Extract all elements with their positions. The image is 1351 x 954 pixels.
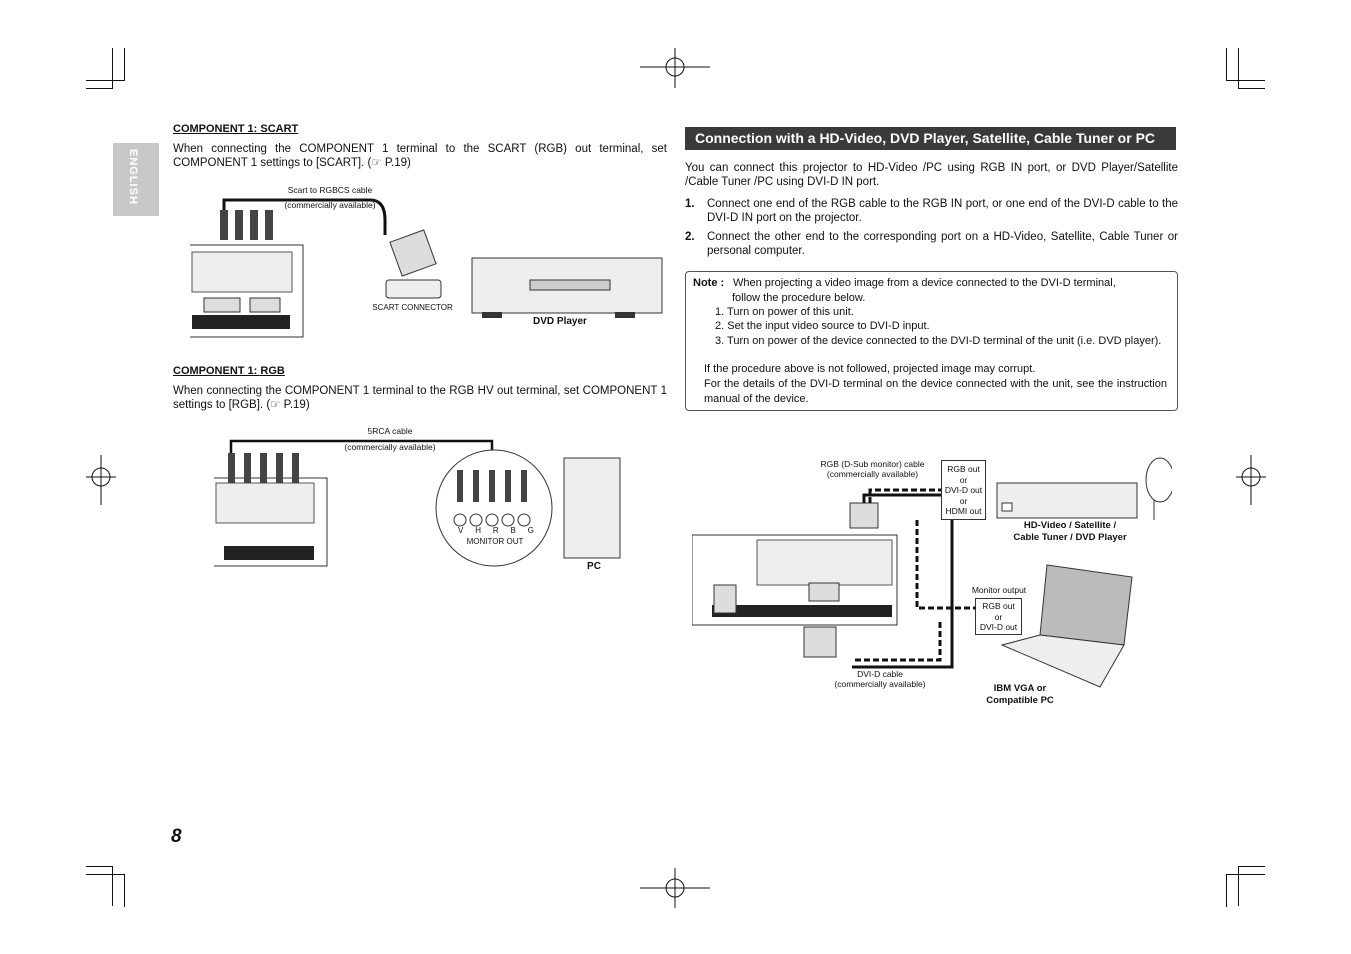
monitor-out-label: MONITOR OUT — [466, 537, 524, 546]
port-letter: G — [527, 526, 534, 535]
output-option: or — [959, 474, 968, 485]
output-option: or — [994, 611, 1003, 622]
rca-cable-label: 5RCA cable — [367, 426, 413, 436]
output-option: DVI-D out — [944, 485, 983, 495]
hd-device-label-1: HD-Video / Satellite / — [1023, 520, 1117, 531]
step-number: 1. — [685, 198, 695, 210]
hd-device-label-2: Cable Tuner / DVD Player — [1013, 532, 1127, 543]
language-tab: ENGLISH — [113, 143, 159, 216]
intro-text: You can connect this projector to HD-Vid… — [685, 162, 1178, 188]
language-tab-label: ENGLISH — [127, 149, 139, 205]
port-letter: R — [492, 526, 499, 535]
output-option: DVI-D out — [979, 622, 1018, 632]
note-label: Note : — [693, 277, 725, 289]
page-number: 8 — [171, 826, 182, 847]
note-footer: If the procedure above is not followed, … — [704, 363, 1036, 375]
steps-list: 1. Connect one end of the RGB cable to t… — [685, 197, 1178, 262]
step-text: Connect the other end to the correspondi… — [707, 231, 1178, 257]
port-letters: V H R B G — [456, 526, 536, 535]
output-option: or — [959, 495, 968, 506]
pc-output-box: RGB out or DVI-D out — [975, 598, 1022, 635]
pc-label: PC — [587, 561, 601, 572]
rgb-cable-note: (commercially available) — [826, 469, 919, 479]
scart-connector-label: SCART CONNECTOR — [372, 303, 453, 312]
note-item: 2. Set the input video source to DVI-D i… — [715, 320, 930, 332]
device-output-box: RGB out or DVI-D out or HDMI out — [941, 460, 986, 520]
rgb-cable-label: RGB (D-Sub monitor) cable — [820, 459, 925, 469]
note-box: Note : When projecting a video image fro… — [685, 271, 1178, 411]
port-letter: V — [458, 526, 464, 535]
monitor-output-label: Monitor output — [971, 585, 1027, 595]
ibm-pc-label-2: Compatible PC — [986, 695, 1054, 706]
rgb-heading: COMPONENT 1: RGB — [173, 365, 285, 377]
dvi-cable-label: DVI-D cable — [857, 669, 903, 679]
registration-mark-right — [1236, 455, 1266, 505]
note-item: 1. Turn on power of this unit. — [715, 306, 854, 318]
rgb-text: When connecting the COMPONENT 1 terminal… — [173, 385, 667, 411]
registration-mark-left — [86, 455, 116, 505]
scart-cable-note: (commercially available) — [284, 200, 376, 210]
section-title: Connection with a HD-Video, DVD Player, … — [685, 127, 1176, 150]
connection-diagram — [692, 457, 1172, 688]
scart-diagram — [190, 198, 663, 338]
ibm-pc-label-1: IBM VGA or — [993, 683, 1047, 694]
note-first: When projecting a video image from a dev… — [733, 277, 1116, 289]
step-number: 2. — [685, 231, 695, 243]
scart-text: When connecting the COMPONENT 1 terminal… — [173, 143, 667, 169]
port-letter: B — [510, 526, 516, 535]
note-first-cont: follow the procedure below. — [732, 292, 866, 304]
scart-heading: COMPONENT 1: SCART — [173, 123, 299, 135]
note-item: 3. Turn on power of the device connected… — [715, 335, 1162, 347]
registration-mark-bottom — [640, 868, 710, 908]
note-footer: For the details of the DVI-D terminal on… — [704, 378, 1167, 405]
output-option: HDMI out — [945, 506, 982, 516]
rgb-diagram — [214, 439, 621, 567]
rca-cable-note: (commercially available) — [344, 442, 436, 452]
dvi-cable-note: (commercially available) — [834, 679, 926, 689]
dvd-player-label: DVD Player — [533, 316, 587, 327]
registration-mark-top — [640, 48, 710, 88]
output-option: RGB out — [982, 601, 1015, 611]
output-option: RGB out — [947, 464, 980, 474]
scart-cable-label: Scart to RGBCS cable — [287, 185, 373, 195]
port-letter: H — [475, 526, 481, 535]
step-text: Connect one end of the RGB cable to the … — [707, 198, 1178, 224]
